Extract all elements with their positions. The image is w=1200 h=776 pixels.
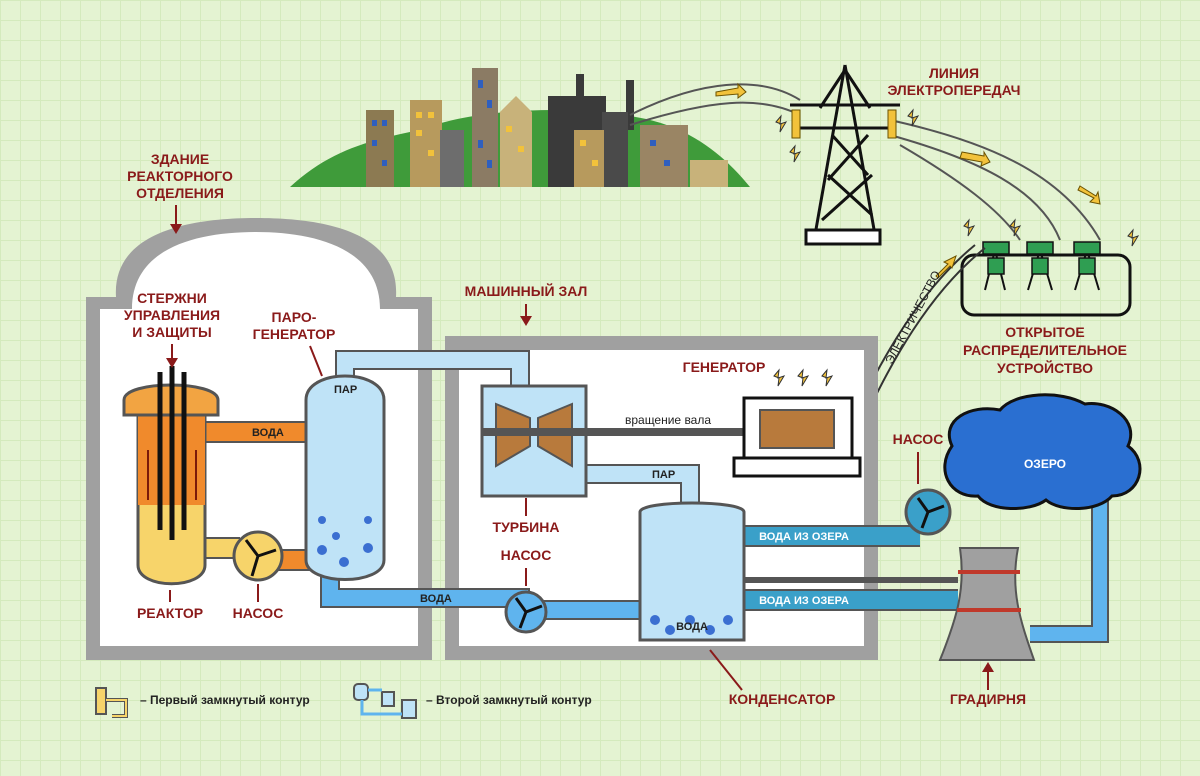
transmission-tower [790, 64, 900, 246]
generator [732, 396, 862, 478]
legend-primary-label: – Первый замкнутый контур [140, 693, 310, 707]
reactor-building-label-3: ОТДЕЛЕНИЯ [136, 185, 224, 201]
cooling-tower-label: ГРАДИРНЯ [950, 691, 1026, 707]
turbine [480, 384, 748, 498]
steam-sg-label: ПАР [334, 384, 357, 396]
spark-icons-generator [773, 368, 834, 387]
arrow-condenser [709, 649, 743, 691]
lake [943, 393, 1142, 511]
control-rods-label-1: СТЕРЖНИ [137, 290, 207, 306]
power-lines [629, 83, 1101, 241]
arrow-steam-generator [309, 345, 323, 377]
flow-arrows-powerline [715, 82, 1101, 205]
lake-water-label-1: ВОДА ИЗ ОЗЕРА [759, 531, 849, 543]
steam-generator-label-1: ПАРО- [272, 309, 317, 325]
switchyard-label-2: РАСПРЕДЕЛИТЕЛЬНОЕ [963, 342, 1127, 358]
control-rods-label-2: УПРАВЛЕНИЯ [124, 307, 220, 323]
condenser-label: КОНДЕНСАТОР [729, 691, 836, 707]
electricity-label: ЭЛЕКТРИЧЕСТВО [882, 268, 943, 366]
arrow-head-reactor-building [170, 224, 182, 234]
arrow-head-turbine-hall [520, 316, 532, 326]
water-secondary-label: ВОДА [420, 593, 452, 605]
control-rods-label-3: И ЗАЩИТЫ [132, 324, 211, 340]
spark-icons-tower [775, 108, 920, 163]
shaft-rotation-label: вращение вала [625, 413, 711, 427]
steam-generator-label-2: ГЕНЕРАТОР [253, 326, 336, 342]
secondary-pump-label: НАСОС [501, 547, 552, 563]
reactor-label: РЕАКТОР [137, 605, 203, 621]
arrow-head-cooling-tower [982, 662, 994, 672]
generator-label: ГЕНЕРАТОР [683, 359, 766, 375]
legend-secondary-label: – Второй замкнутый контур [426, 693, 592, 707]
steam-turbine-out-label: ПАР [652, 469, 675, 481]
cooling-tower [938, 547, 1036, 661]
primary-pump-icon [232, 530, 284, 582]
lake-pump-label: НАСОС [893, 431, 944, 447]
legend-secondary-icon [353, 683, 417, 719]
secondary-pump-icon [504, 590, 548, 634]
power-line-label-2: ЭЛЕКТРОПЕРЕДАЧ [887, 82, 1020, 98]
city-skyline [290, 68, 750, 187]
switchyard-label-3: УСТРОЙСТВО [997, 359, 1093, 376]
condenser [638, 501, 746, 642]
switchyard-label-1: ОТКРЫТОЕ [1005, 324, 1084, 340]
lake-pump-icon [904, 488, 952, 536]
reactor-building-label-2: РЕАКТОРНОГО [127, 168, 233, 184]
legend-primary-icon [95, 687, 128, 718]
power-line-label-1: ЛИНИЯ [929, 65, 979, 81]
water-primary-label: ВОДА [252, 427, 284, 439]
tower-insulators [791, 109, 897, 139]
primary-pump-label: НАСОС [233, 605, 284, 621]
reactor-vessel [122, 366, 220, 586]
turbine-label: ТУРБИНА [493, 519, 560, 535]
switchyard [960, 218, 1140, 317]
lake-label: ОЗЕРО [1024, 457, 1066, 471]
arrow-head-control-rods [166, 358, 178, 368]
water-condenser-label: ВОДА [676, 621, 708, 633]
turbine-hall-label: МАШИННЫЙ ЗАЛ [465, 282, 588, 299]
steam-generator [304, 374, 386, 581]
lake-water-label-2: ВОДА ИЗ ОЗЕРА [759, 595, 849, 607]
reactor-building-label-1: ЗДАНИЕ [151, 151, 209, 167]
